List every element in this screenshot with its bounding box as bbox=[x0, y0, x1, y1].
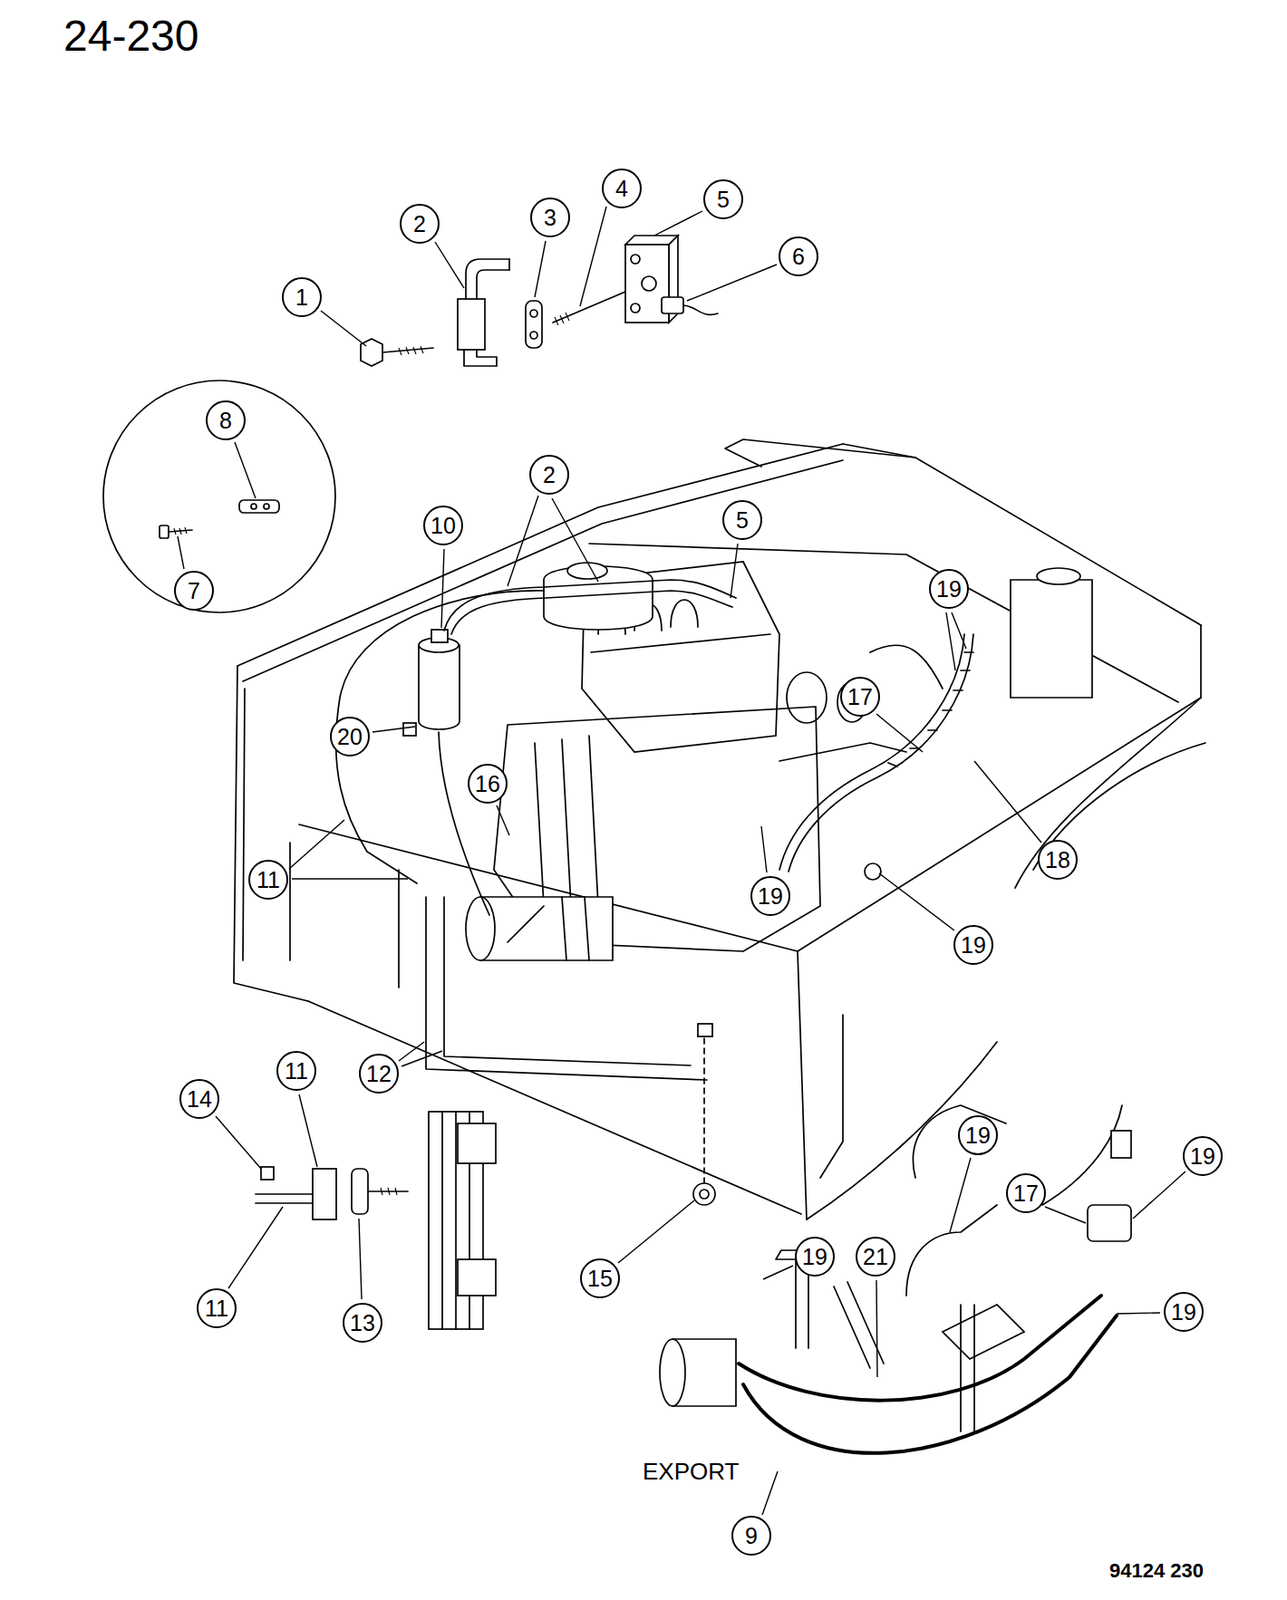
callout-number: 10 bbox=[430, 514, 456, 538]
receiver-drier bbox=[403, 629, 460, 736]
callout-circle: 14 bbox=[179, 1079, 220, 1120]
callout-circle: 6 bbox=[778, 236, 819, 277]
fitting bbox=[457, 259, 510, 367]
callout-number: 5 bbox=[735, 509, 749, 533]
ac-lines bbox=[336, 580, 736, 1081]
compressor bbox=[465, 897, 613, 961]
callout-number: 19 bbox=[802, 1246, 828, 1269]
callout-circle: 11 bbox=[276, 1051, 317, 1092]
callout-number: 11 bbox=[204, 1297, 229, 1321]
callout-number: 11 bbox=[284, 1060, 309, 1084]
callout-number: 3 bbox=[543, 206, 557, 230]
callout-number: 17 bbox=[847, 686, 873, 709]
callout-circle: 11 bbox=[248, 860, 289, 900]
callout-number: 19 bbox=[965, 1124, 991, 1148]
callout-circle: 5 bbox=[722, 500, 763, 541]
callout-number: 2 bbox=[542, 464, 556, 487]
accessory-harness bbox=[779, 634, 974, 881]
callout-number: 16 bbox=[474, 773, 501, 796]
callout-circle: 3 bbox=[530, 197, 571, 238]
callout-circle: 19 bbox=[928, 569, 969, 610]
callout-circle: 9 bbox=[731, 1516, 772, 1557]
callout-number: 11 bbox=[256, 869, 281, 892]
callout-number: 19 bbox=[757, 885, 784, 909]
callout-circle: 2 bbox=[529, 454, 570, 495]
leader-lines bbox=[177, 206, 1186, 1516]
callout-number: 12 bbox=[366, 1063, 392, 1086]
stud bbox=[552, 291, 626, 326]
callout-circle: 4 bbox=[601, 168, 642, 209]
callout-number: 14 bbox=[186, 1088, 213, 1112]
callout-number: 18 bbox=[1045, 849, 1071, 872]
callout-circle: 16 bbox=[467, 764, 508, 804]
callout-circle: 19 bbox=[750, 876, 791, 917]
page-number: 24-230 bbox=[61, 12, 201, 61]
callout-number: 19 bbox=[1170, 1301, 1197, 1325]
callout-circle: 19 bbox=[1182, 1136, 1223, 1177]
callout-number: 5 bbox=[716, 188, 730, 212]
callout-circle: 5 bbox=[703, 179, 744, 220]
callout-number: 15 bbox=[587, 1267, 613, 1291]
condenser bbox=[428, 1112, 496, 1330]
fitting-lower bbox=[255, 1167, 408, 1220]
callout-circle: 10 bbox=[423, 505, 464, 546]
engine bbox=[493, 561, 943, 952]
callout-circle: 17 bbox=[1006, 1173, 1046, 1214]
callout-circle: 15 bbox=[580, 1258, 620, 1299]
vehicle-body bbox=[233, 439, 1206, 1220]
callout-circle: 19 bbox=[953, 925, 994, 966]
callout-circle: 17 bbox=[840, 677, 881, 717]
export-detail bbox=[659, 1105, 1132, 1454]
callout-number: 7 bbox=[187, 580, 201, 603]
callout-number: 13 bbox=[349, 1312, 376, 1336]
callout-number: 4 bbox=[615, 177, 629, 201]
gasket bbox=[525, 300, 542, 349]
small-plate bbox=[239, 500, 280, 513]
callout-number: 20 bbox=[337, 725, 363, 749]
callout-circle: 2 bbox=[399, 203, 440, 244]
callout-number: 9 bbox=[745, 1525, 758, 1549]
callout-number: 6 bbox=[792, 245, 805, 269]
callout-circle: 19 bbox=[794, 1237, 835, 1278]
callout-circle: 20 bbox=[329, 716, 370, 757]
callout-circle: 11 bbox=[196, 1288, 237, 1329]
callout-circle: 7 bbox=[174, 570, 214, 611]
callout-number: 2 bbox=[413, 212, 426, 236]
callout-circle: 12 bbox=[358, 1054, 399, 1094]
callout-circle: 19 bbox=[957, 1115, 998, 1156]
callout-circle: 19 bbox=[1163, 1292, 1204, 1333]
bolt bbox=[360, 338, 434, 367]
callout-number: 17 bbox=[1013, 1182, 1039, 1206]
small-screw bbox=[159, 525, 193, 539]
callout-number: 19 bbox=[936, 578, 962, 601]
callout-circle: 1 bbox=[281, 277, 322, 318]
variant-note: EXPORT bbox=[640, 1459, 741, 1486]
figure-number: 94124 230 bbox=[1107, 1560, 1206, 1583]
callout-number: 19 bbox=[960, 934, 987, 958]
grommet bbox=[693, 1038, 716, 1206]
callout-circle: 21 bbox=[855, 1237, 896, 1278]
callout-number: 8 bbox=[219, 409, 233, 433]
callout-circle: 8 bbox=[205, 400, 246, 441]
callout-number: 19 bbox=[1190, 1145, 1216, 1169]
callout-number: 21 bbox=[862, 1246, 889, 1269]
detail-inset bbox=[103, 380, 336, 613]
callout-circle: 13 bbox=[342, 1303, 383, 1344]
callout-number: 1 bbox=[295, 286, 309, 310]
callout-circle: 18 bbox=[1037, 840, 1078, 881]
